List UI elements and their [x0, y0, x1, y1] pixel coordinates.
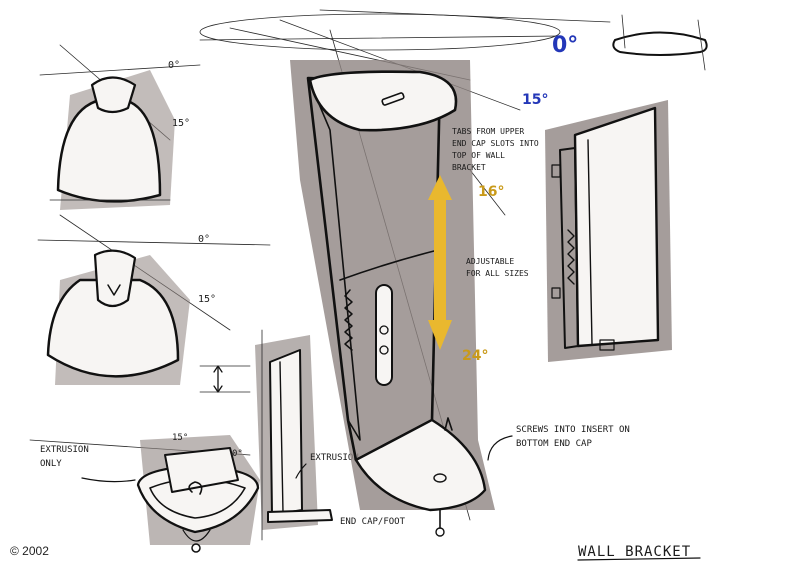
top-cap-outline-sketch: [612, 14, 708, 71]
tabs-note-line2: END CAP SLOTS INTO: [452, 139, 539, 148]
tabs-note-line3: TOP OF WALL: [452, 151, 505, 160]
angle-label-upper-0: 0°: [168, 60, 180, 71]
angle-label-top-0: 0°: [552, 33, 578, 58]
yellow-adjustment-arrow: [428, 175, 452, 350]
extrusion-label: EXTRUSION: [310, 453, 359, 463]
end-cap-view: [136, 435, 260, 553]
screws-note-line2: BOTTOM END CAP: [516, 439, 592, 449]
title-underline: [577, 557, 701, 561]
leader-extrusion: [295, 463, 307, 479]
dimension-arrow: [199, 365, 251, 393]
leader-screws: [487, 435, 513, 461]
adjustable-note-line2: FOR ALL SIZES: [466, 269, 529, 278]
side-elevation-right: [545, 100, 672, 362]
tabs-note-line1: TABS FROM UPPER: [452, 127, 524, 136]
angle-label-bottom-0: 0°: [232, 449, 243, 459]
front-view-upper: [49, 70, 175, 210]
angle-label-bottom-15: 15°: [172, 433, 188, 443]
angle-label-blue-15: 15°: [522, 92, 548, 108]
screws-note-line1: SCREWS INTO INSERT ON: [516, 425, 630, 435]
tabs-note-line4: BRACKET: [452, 163, 486, 172]
side-profile: [255, 329, 333, 541]
front-view-lower: [46, 249, 190, 385]
main-bracket-perspective: [290, 60, 495, 537]
angle-label-16: 16°: [478, 184, 504, 200]
angle-label-24: 24°: [462, 348, 488, 364]
leader-extrusion-only: [81, 477, 136, 483]
extrusion-only-label-line1: EXTRUSION: [40, 445, 89, 455]
extrusion-only-label-line2: ONLY: [40, 459, 62, 469]
copyright-notice: © 2002: [10, 544, 49, 558]
angle-label-upper-15: 15°: [172, 118, 190, 129]
adjustable-note-line1: ADJUSTABLE: [466, 257, 514, 266]
angle-label-mid-15: 15°: [198, 294, 216, 305]
drawing-title: WALL BRACKET: [578, 544, 691, 560]
angle-label-mid-0: 0°: [198, 234, 210, 245]
end-cap-foot-label: END CAP/FOOT: [340, 517, 406, 527]
